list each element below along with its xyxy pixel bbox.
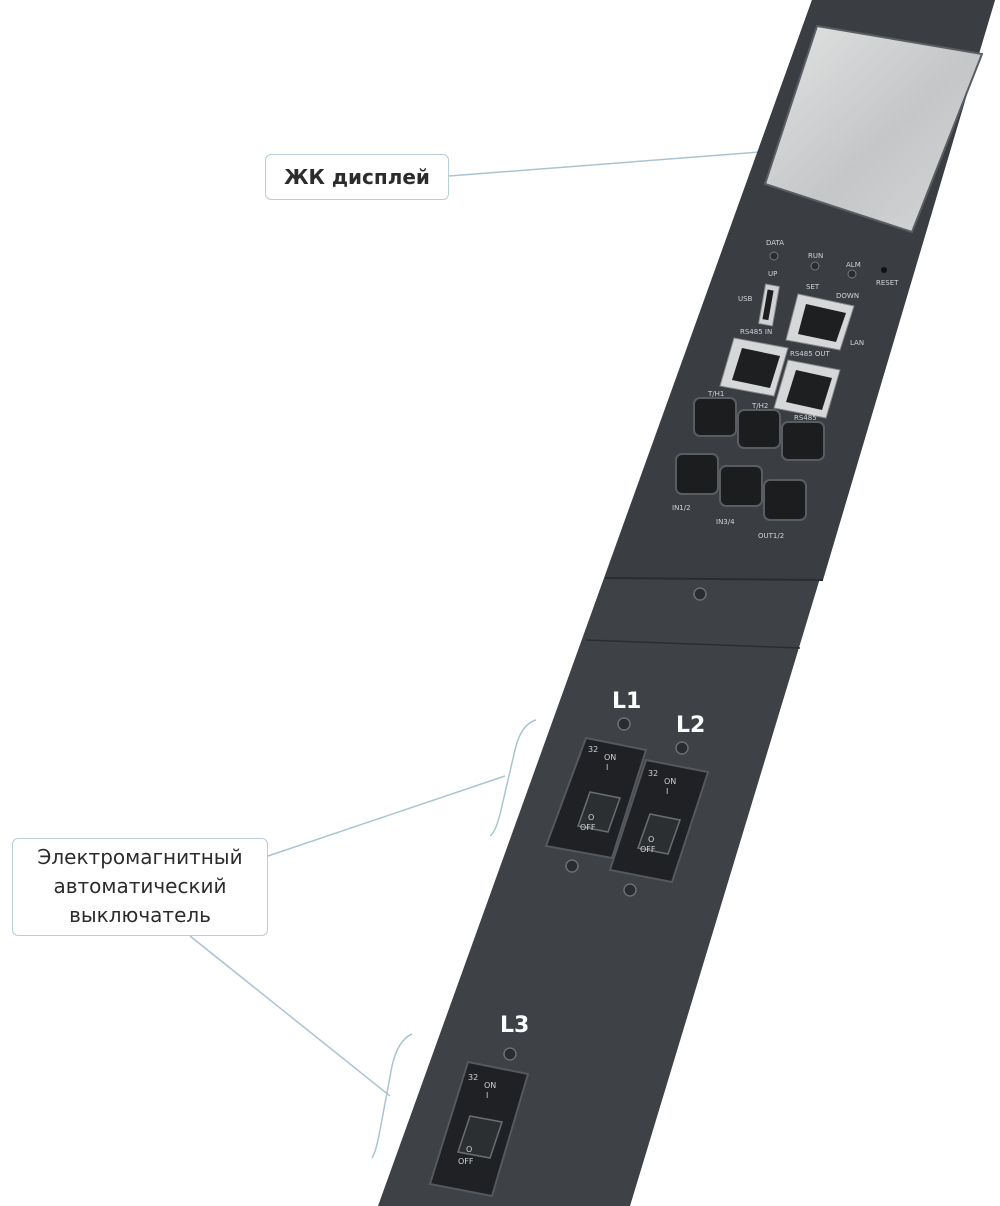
label-th2: T/H2 [751,402,768,410]
leader-lines [189,151,761,1159]
data-led-icon [769,251,779,261]
breaker-l1-rating: 32 [588,745,598,754]
label-run: RUN [808,252,823,260]
label-rs485-in: RS485 IN [740,328,772,336]
panel-seam-lower [585,639,801,649]
breaker-leader-upper [267,775,506,857]
rs485-in-port: RS485 IN [719,328,789,397]
breaker-l2-on-symbol: I [666,787,668,796]
screw-icon [565,859,579,873]
callout-breaker-line2: автоматический [53,874,227,898]
label-set: SET [806,283,820,291]
screw-icon [617,717,631,731]
label-usb: USB [738,295,753,303]
in34-port [719,465,763,507]
label-th1: T/H1 [707,390,724,398]
alm-led-icon [847,269,857,279]
breaker-l3-off: OFF [458,1157,474,1166]
breaker-bracket-upper [489,719,537,837]
indicator-area: DATA UP RUN SET ALM DOWN RESET [766,239,899,300]
screw-icon [623,883,637,897]
breaker-l1-off-symbol: O [588,813,594,822]
lan-port: LAN [785,293,864,351]
label-data: DATA [766,239,784,247]
breaker-leader-lower [189,935,391,1097]
label-rs485-out: RS485 OUT [790,350,831,358]
panel-seam [604,577,824,581]
rs485-port [781,421,825,461]
sensor-jacks [675,397,825,521]
sensor-labels: T/H1 T/H2 RS485 IN1/2 IN3/4 OUT1/2 [672,390,817,540]
label-in34: IN3/4 [716,518,735,526]
breaker-l2: 32 ON I O OFF [608,758,710,884]
callout-breaker-line1: Электромагнитный [37,845,243,869]
rj45-jacks: LAN RS485 IN RS485 OUT [719,293,864,419]
label-reset: RESET [876,279,899,287]
breaker-l1-on-symbol: I [606,763,608,772]
th1-port [693,397,737,437]
breaker-l1-on: ON [604,753,616,762]
breaker-label-l3: L3 [500,1013,529,1038]
breaker-l1-off: OFF [580,823,596,832]
breaker-l2-off-symbol: O [648,835,654,844]
breaker-bracket-lower [371,1033,413,1159]
breaker-l3: 32 ON I O OFF [428,1060,530,1198]
lcd-screen [763,24,984,234]
breaker-l3-rating: 32 [468,1073,478,1082]
label-alm: ALM [846,261,861,269]
breaker-l3-on-symbol: I [486,1091,488,1100]
usb-port: USB [738,283,780,327]
breaker-l2-off: OFF [640,845,656,854]
th2-port [737,409,781,449]
label-rs485: RS485 [794,414,817,422]
breaker-l2-rating: 32 [648,769,658,778]
label-out12: OUT1/2 [758,532,784,540]
breaker-l2-toggle [637,813,681,855]
out12-port [763,479,807,521]
screw-icon [675,741,689,755]
run-led-icon [810,261,820,271]
screw-icon [693,587,707,601]
label-lan: LAN [850,339,864,347]
breaker-l3-off-symbol: O [466,1145,472,1154]
screw-icon [503,1047,517,1061]
breaker-l1: 32 ON I O OFF [544,736,648,860]
callout-lcd-display: ЖК дисплей [265,154,449,200]
screws [503,587,707,1061]
breaker-label-l1: L1 [612,689,641,714]
lcd-leader-line [448,151,761,177]
callout-breaker-line3: выключатель [69,903,211,927]
breaker-l1-toggle [577,791,621,833]
breaker-l3-on: ON [484,1081,496,1090]
label-in12: IN1/2 [672,504,691,512]
callout-breaker: Электромагнитный автоматический выключат… [12,838,268,936]
label-down: DOWN [836,292,859,300]
reset-button-icon [881,267,887,273]
breaker-label-l2: L2 [676,713,705,738]
in12-port [675,453,719,495]
rs485-out-port: RS485 OUT [773,350,841,419]
breaker-l2-on: ON [664,777,676,786]
label-up: UP [768,270,777,278]
breaker-l3-toggle [457,1115,503,1159]
